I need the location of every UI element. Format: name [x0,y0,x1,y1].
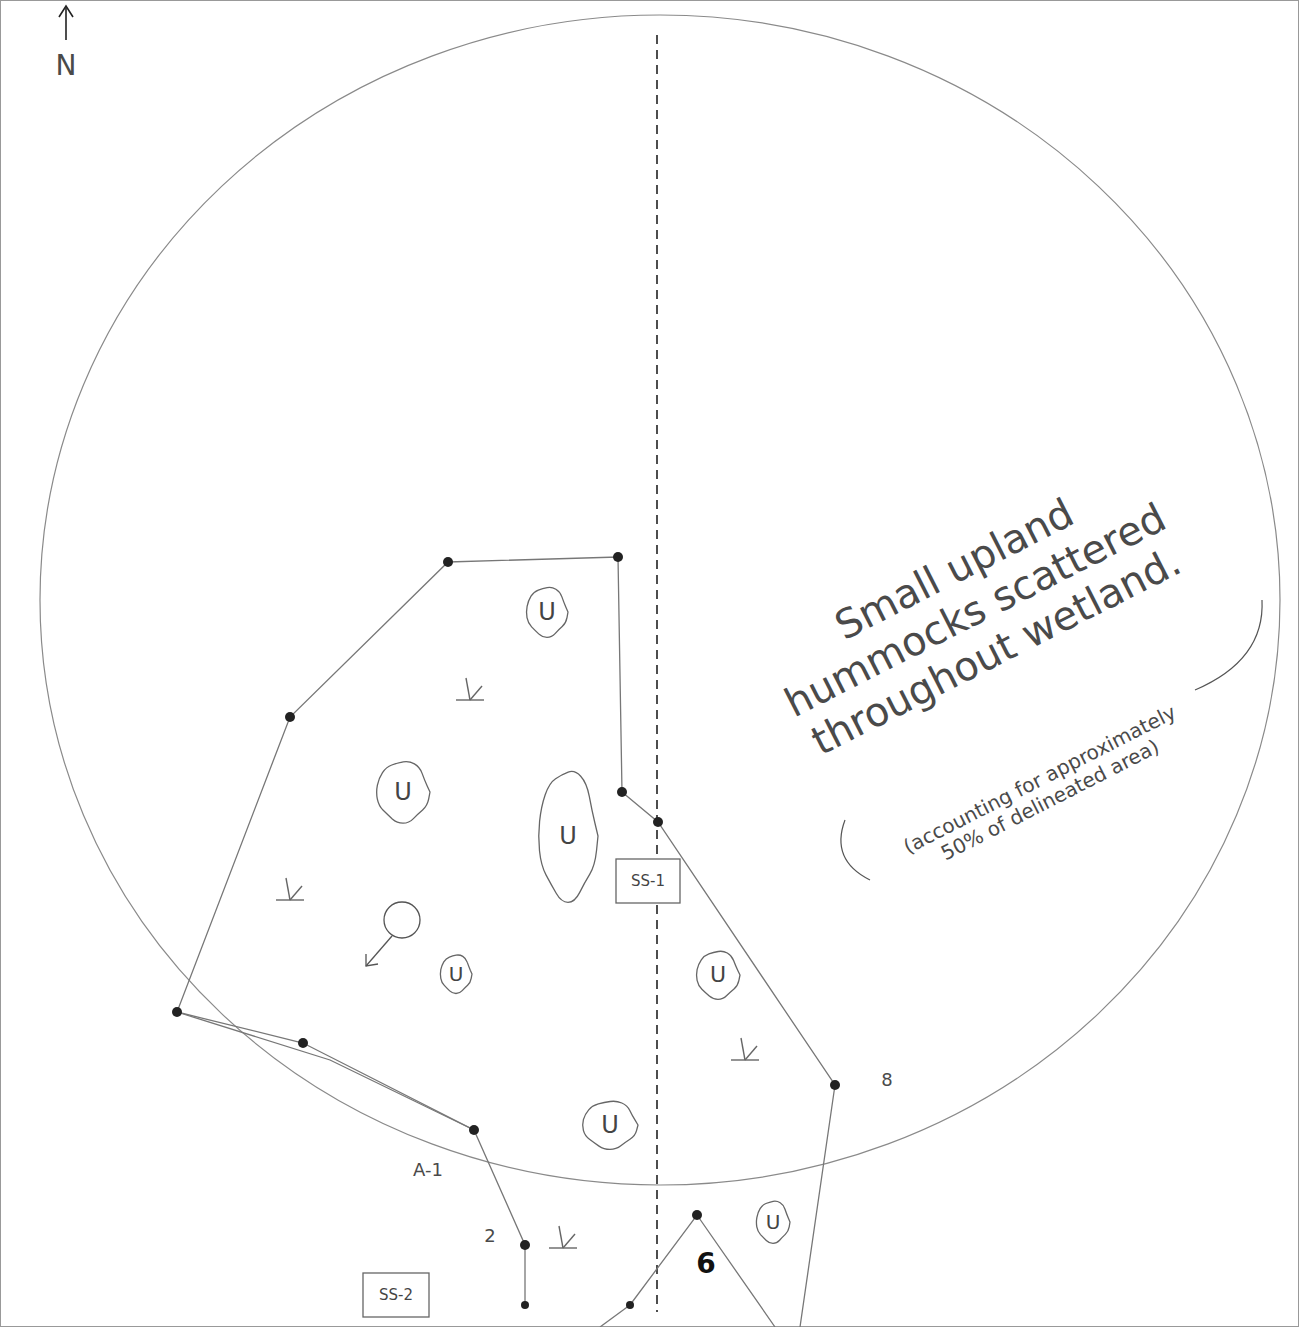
upland-hummock: U [580,1098,640,1152]
flag-id: 6 [696,1248,715,1280]
centerline [656,35,658,1312]
upland-hummock: U [536,766,600,906]
flag-points [172,552,840,1309]
upland-hummock: U [438,952,474,996]
upland-mark: U [449,964,464,984]
outline [539,771,598,902]
outline [616,859,680,903]
upland-hummock: U [374,758,432,826]
upland-mark: U [559,824,577,848]
wetland-boundary [177,557,835,1327]
flag-id: 8 [881,1070,892,1091]
outline [363,1273,429,1317]
sample-point-box: SS-2 [362,1272,430,1318]
north-arrow [59,6,73,40]
upland-hummock: U [754,1198,792,1246]
outline [756,1201,790,1243]
upland-hummock: U [524,584,570,640]
outline [583,1101,638,1149]
bracket [841,820,870,880]
upland-mark: U [394,780,412,804]
outline [527,587,568,637]
site-note: (accounting for approximately 50% of del… [892,697,1198,883]
north-label: N [56,50,77,82]
upland-hummock: U [694,948,742,1002]
outline [697,951,740,999]
flag-id: A-1 [413,1160,443,1181]
bracket [1195,600,1262,690]
sample-point-id: SS-1 [631,874,665,889]
study-area-circle [40,15,1280,1185]
upland-mark: U [601,1113,619,1137]
upland-mark: U [710,964,726,986]
photo-point [366,902,420,966]
upland-mark: U [766,1212,781,1232]
outline [440,955,472,993]
sample-point-id: SS-2 [379,1288,413,1303]
sample-point-box: SS-1 [615,858,681,904]
outline [377,762,430,824]
upland-mark: U [538,600,556,624]
flag-id: 2 [484,1226,495,1247]
marsh-symbols [276,678,759,1248]
